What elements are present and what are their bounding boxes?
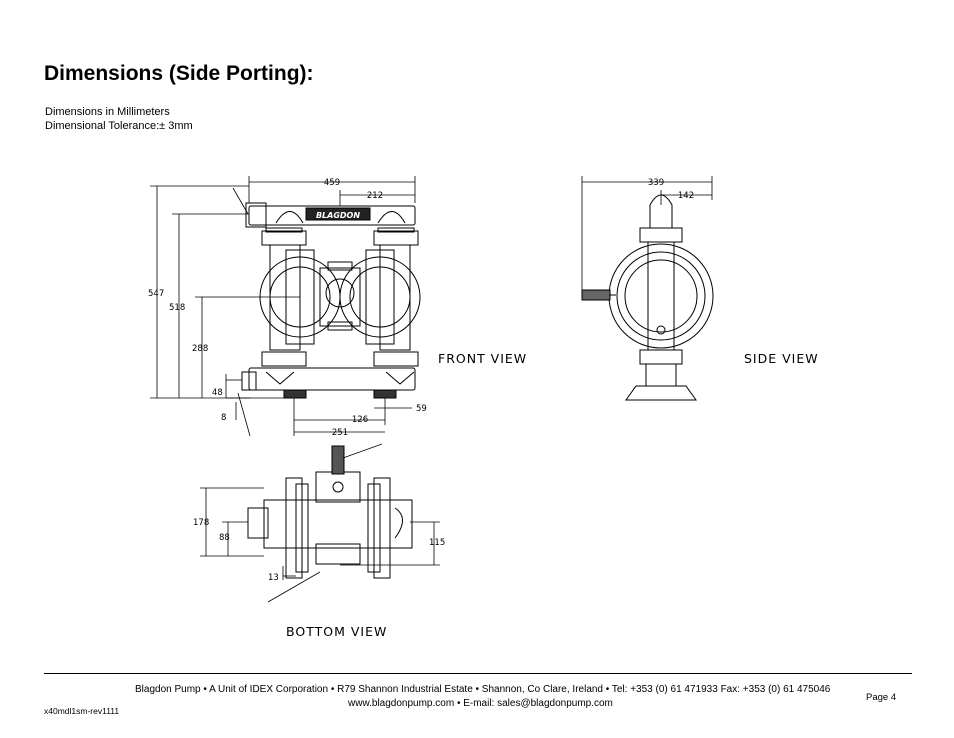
front-view-pump xyxy=(241,202,421,399)
page-number: Page 4 xyxy=(866,692,897,703)
side-view-pump xyxy=(581,194,714,401)
dim-178: 178 xyxy=(193,518,209,528)
front-view-dimension-lines xyxy=(150,176,416,437)
dim-339: 339 xyxy=(648,178,664,188)
dim-518: 518 xyxy=(169,303,185,313)
footer-divider xyxy=(44,673,912,674)
dim-13: 13 xyxy=(268,573,279,583)
dim-288: 288 xyxy=(192,344,208,354)
dim-115: 115 xyxy=(429,538,445,548)
side-view-dimension-lines xyxy=(581,176,713,290)
dim-142: 142 xyxy=(678,191,694,201)
footer-contact: www.blagdonpump.com • E-mail: sales@blag… xyxy=(348,698,613,709)
dim-48: 48 xyxy=(212,388,223,398)
front-view-label: FRONT VIEW xyxy=(438,351,527,366)
page-title: Dimensions (Side Porting): xyxy=(44,62,314,85)
dim-126: 126 xyxy=(352,415,368,425)
dim-59: 59 xyxy=(416,404,427,414)
dim-8: 8 xyxy=(221,413,226,423)
dim-88: 88 xyxy=(219,533,230,543)
dim-459: 459 xyxy=(324,178,340,188)
dim-251: 251 xyxy=(332,428,348,438)
document-id: x40mdl1sm-rev1111 xyxy=(44,706,120,716)
bottom-view-dimension-lines xyxy=(200,443,440,603)
bottom-view-pump xyxy=(247,445,413,579)
brand-label: BLAGDON xyxy=(316,211,360,220)
units-note: Dimensions in Millimeters xyxy=(45,106,170,118)
side-view-label: SIDE VIEW xyxy=(744,351,819,366)
footer-address: Blagdon Pump • A Unit of IDEX Corporatio… xyxy=(135,684,831,695)
bottom-view-label: BOTTOM VIEW xyxy=(286,624,387,639)
dim-547: 547 xyxy=(148,289,164,299)
dim-212: 212 xyxy=(367,191,383,201)
tolerance-note: Dimensional Tolerance:± 3mm xyxy=(45,120,193,132)
